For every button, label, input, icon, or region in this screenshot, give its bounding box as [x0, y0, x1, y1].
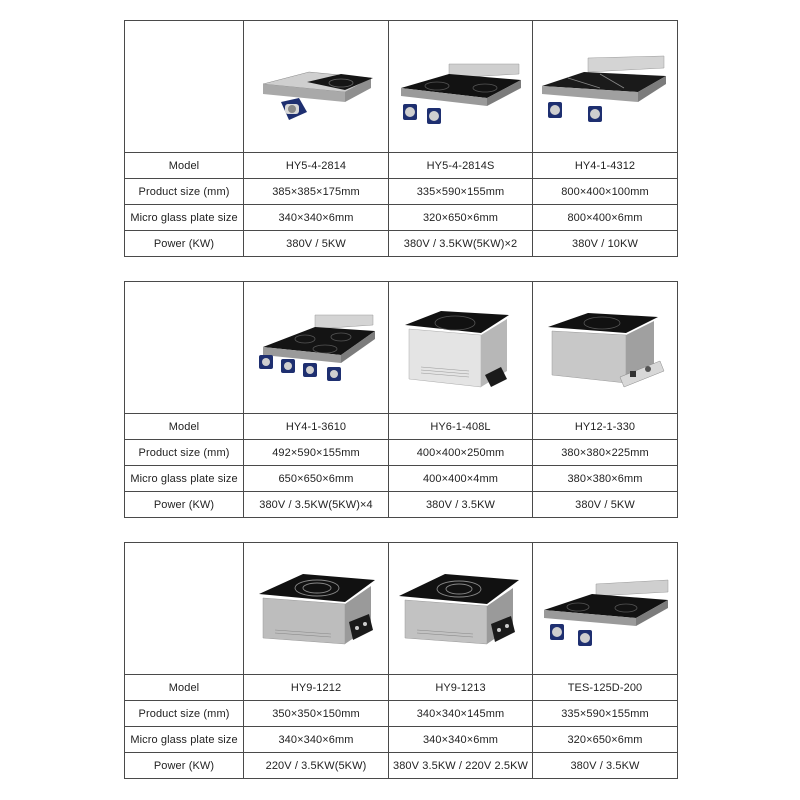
glass-cell: 340×340×6mm: [388, 726, 533, 753]
model-cell: TES-125D-200: [532, 674, 678, 701]
product-image-cell: [388, 281, 533, 414]
empty-corner-cell: [124, 281, 244, 414]
size-cell: 335×590×155mm: [388, 178, 533, 205]
model-cell: HY12-1-330: [532, 413, 678, 440]
product-image-hy9-1212: [258, 573, 375, 644]
glass-cell: 320×650×6mm: [388, 204, 533, 231]
product-image-hy4-1-4312: [541, 55, 666, 122]
power-row: Power (KW) 380V / 5KW 380V / 3.5KW(5KW)×…: [124, 230, 678, 257]
product-image-cell: [532, 542, 678, 675]
power-row: Power (KW) 380V / 3.5KW(5KW)×4 380V / 3.…: [124, 491, 678, 518]
glass-cell: 340×340×6mm: [243, 204, 389, 231]
image-row: [124, 542, 678, 675]
product-image-cell: [532, 20, 678, 153]
glass-cell: 400×400×4mm: [388, 465, 533, 492]
model-row: Model HY9-1212 HY9-1213 TES-125D-200: [124, 674, 678, 701]
power-cell: 380V / 3.5KW(5KW)×2: [388, 230, 533, 257]
glass-size-row: Micro glass plate size 650×650×6mm 400×4…: [124, 465, 678, 492]
empty-corner-cell: [124, 20, 244, 153]
row-label-glass-size: Micro glass plate size: [124, 204, 244, 231]
row-label-glass-size: Micro glass plate size: [124, 465, 244, 492]
row-label-power: Power (KW): [124, 491, 244, 518]
size-cell: 400×400×250mm: [388, 439, 533, 466]
row-label-model: Model: [124, 413, 244, 440]
power-cell: 380V / 3.5KW: [532, 752, 678, 779]
product-image-hy9-1213: [399, 573, 519, 644]
product-image-cell: [532, 281, 678, 414]
product-image-cell: [243, 542, 389, 675]
model-row: Model HY4-1-3610 HY6-1-408L HY12-1-330: [124, 413, 678, 440]
row-label-product-size: Product size (mm): [124, 439, 244, 466]
spec-table-2: Model HY4-1-3610 HY6-1-408L HY12-1-330 P…: [124, 281, 678, 518]
product-image-cell: [243, 281, 389, 414]
power-cell: 380V / 10KW: [532, 230, 678, 257]
product-size-row: Product size (mm) 385×385×175mm 335×590×…: [124, 178, 678, 205]
model-cell: HY5-4-2814: [243, 152, 389, 179]
size-cell: 350×350×150mm: [243, 700, 389, 727]
model-cell: HY4-1-4312: [532, 152, 678, 179]
glass-cell: 380×380×6mm: [532, 465, 678, 492]
glass-cell: 320×650×6mm: [532, 726, 678, 753]
power-cell: 380V / 5KW: [532, 491, 678, 518]
model-cell: HY4-1-3610: [243, 413, 389, 440]
power-cell: 380V / 5KW: [243, 230, 389, 257]
model-cell: HY9-1213: [388, 674, 533, 701]
power-row: Power (KW) 220V / 3.5KW(5KW) 380V 3.5KW …: [124, 752, 678, 779]
product-image-hy12-1-330: [547, 312, 664, 387]
row-label-product-size: Product size (mm): [124, 178, 244, 205]
row-label-glass-size: Micro glass plate size: [124, 726, 244, 753]
product-image-hy5-4-2814s: [401, 63, 521, 124]
empty-corner-cell: [124, 542, 244, 675]
model-row: Model HY5-4-2814 HY5-4-2814S HY4-1-4312: [124, 152, 678, 179]
image-row: [124, 281, 678, 414]
size-cell: 800×400×100mm: [532, 178, 678, 205]
size-cell: 340×340×145mm: [388, 700, 533, 727]
size-cell: 380×380×225mm: [532, 439, 678, 466]
row-label-model: Model: [124, 152, 244, 179]
power-cell: 380V / 3.5KW: [388, 491, 533, 518]
product-image-cell: [388, 542, 533, 675]
row-label-power: Power (KW): [124, 752, 244, 779]
product-size-row: Product size (mm) 350×350×150mm 340×340×…: [124, 700, 678, 727]
power-cell: 380V 3.5KW / 220V 2.5KW: [388, 752, 533, 779]
size-cell: 335×590×155mm: [532, 700, 678, 727]
product-image-hy6-1-408l: [405, 310, 509, 387]
product-image-tes-125d-200: [543, 579, 668, 646]
power-cell: 220V / 3.5KW(5KW): [243, 752, 389, 779]
row-label-product-size: Product size (mm): [124, 700, 244, 727]
model-cell: HY5-4-2814S: [388, 152, 533, 179]
power-cell: 380V / 3.5KW(5KW)×4: [243, 491, 389, 518]
spec-table-1: Model HY5-4-2814 HY5-4-2814S HY4-1-4312 …: [124, 20, 678, 257]
glass-size-row: Micro glass plate size 340×340×6mm 340×3…: [124, 726, 678, 753]
product-image-cell: [388, 20, 533, 153]
size-cell: 492×590×155mm: [243, 439, 389, 466]
product-size-row: Product size (mm) 492×590×155mm 400×400×…: [124, 439, 678, 466]
glass-cell: 340×340×6mm: [243, 726, 389, 753]
row-label-model: Model: [124, 674, 244, 701]
model-cell: HY6-1-408L: [388, 413, 533, 440]
product-image-hy4-1-3610: [258, 314, 375, 381]
model-cell: HY9-1212: [243, 674, 389, 701]
glass-cell: 800×400×6mm: [532, 204, 678, 231]
glass-cell: 650×650×6mm: [243, 465, 389, 492]
product-image-cell: [243, 20, 389, 153]
row-label-power: Power (KW): [124, 230, 244, 257]
size-cell: 385×385×175mm: [243, 178, 389, 205]
spec-table-3: Model HY9-1212 HY9-1213 TES-125D-200 Pro…: [124, 542, 678, 779]
image-row: [124, 20, 678, 153]
glass-size-row: Micro glass plate size 340×340×6mm 320×6…: [124, 204, 678, 231]
product-image-hy5-4-2814: [262, 71, 373, 120]
